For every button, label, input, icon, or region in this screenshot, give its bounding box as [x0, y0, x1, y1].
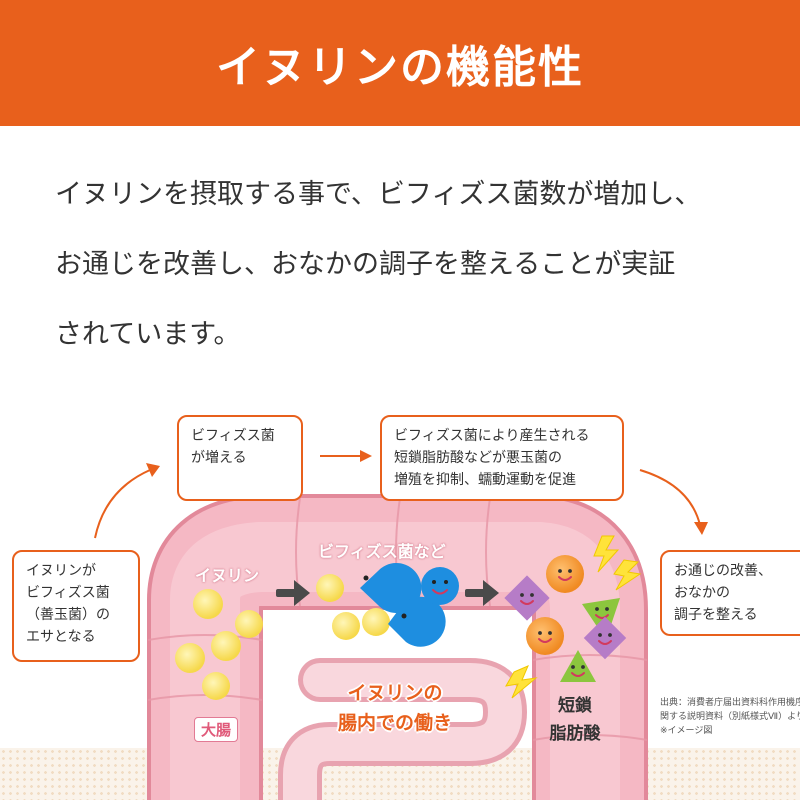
scfa-label: 短鎖 脂肪酸 [540, 692, 610, 748]
callout-line: おなかの [674, 585, 730, 601]
intro-line: お通じを改善し、おなかの調子を整えることが実証 [55, 249, 676, 280]
intro-line: されています。 [55, 319, 241, 350]
source-line: ※イメージ図 [660, 726, 713, 736]
callout-line: お通じの改善、 [674, 563, 772, 579]
bifido-increase-callout: ビフィズス菌 が増える [177, 415, 303, 501]
arrow-right-icon [276, 580, 499, 606]
intro-line: イヌリンを摂取する事で、ビフィズス菌数が増加し、 [55, 179, 702, 210]
result-callout: お通じの改善、 おなかの 調子を整える [660, 550, 800, 636]
small-intestine [278, 658, 528, 800]
arrow-right-icon [94, 455, 701, 539]
page-title: イヌリンの機能性 [216, 42, 584, 93]
label-line: 脂肪酸 [549, 724, 601, 744]
scfa-production-callout: ビフィズス菌により産生される 短鎖脂肪酸などが悪玉菌の 増殖を抑制、蠕動運動を促… [380, 415, 624, 501]
large-intestine-label: 大腸 [194, 717, 239, 742]
inulin-label: イヌリン [195, 566, 260, 585]
source-line: 出典：消費者庁届出資料科作用機序に [660, 698, 800, 708]
callout-line: が増える [191, 450, 247, 466]
label-line: イヌリンの [347, 682, 443, 704]
page-header: イヌリンの機能性 [0, 0, 800, 126]
source-line: 関する説明資料（別紙様式Ⅶ）より [660, 712, 800, 722]
source-note: 出典：消費者庁届出資料科作用機序に 関する説明資料（別紙様式Ⅶ）より ※イメージ… [660, 696, 800, 738]
arrow-head-icon [146, 450, 708, 535]
inulin-particles [175, 574, 390, 700]
lightning-icon [505, 535, 642, 699]
bifido-label: ビフィズス菌など [318, 542, 446, 561]
inulin-work-label: イヌリンの 腸内での働き [320, 678, 470, 738]
label-line: 腸内での働き [337, 712, 452, 734]
intro-text: イヌリンを摂取する事で、ビフィズス菌数が増加し、 お通じを改善し、おなかの調子を… [55, 160, 775, 370]
bifidobacteria [360, 563, 459, 647]
callout-line: ビフィズス菌 [26, 585, 110, 601]
inulin-feeds-bifido-callout: イヌリンが ビフィズス菌 （善玉菌）の エサとなる [12, 550, 140, 662]
callout-line: （善玉菌）の [26, 607, 110, 623]
callout-line: 増殖を抑制、蠕動運動を促進 [394, 472, 576, 488]
large-intestine [147, 494, 648, 800]
callout-line: ビフィズス菌 [191, 428, 275, 444]
callout-line: エサとなる [26, 629, 96, 645]
callout-line: ビフィズス菌により産生される [394, 428, 590, 444]
callout-line: イヌリンが [26, 563, 96, 579]
callout-line: 短鎖脂肪酸などが悪玉菌の [394, 450, 562, 466]
callout-line: 調子を整える [674, 607, 758, 623]
label-line: 短鎖 [558, 696, 592, 716]
